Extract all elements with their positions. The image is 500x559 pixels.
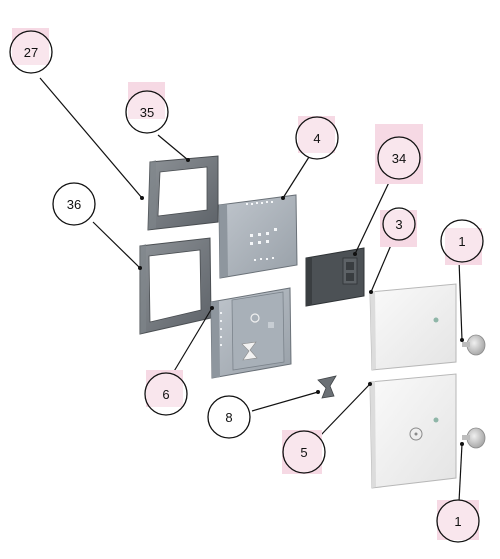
- leader-8: [251, 391, 319, 412]
- callout-36: 36: [52, 182, 96, 226]
- leader-6: [169, 307, 213, 379]
- leader-4: [282, 156, 310, 199]
- screw-part-8: [317, 375, 337, 399]
- leader-1-upper: [458, 259, 463, 341]
- door-panel-part-6: [210, 287, 292, 379]
- callout-27-label: 27: [24, 45, 38, 60]
- callout-5-label: 5: [300, 445, 307, 460]
- leader-34: [354, 175, 393, 255]
- callout-1-upper: 1: [440, 219, 484, 265]
- callout-3-label: 3: [395, 217, 402, 232]
- leader-27: [39, 77, 143, 199]
- callout-6-label: 6: [162, 387, 169, 402]
- leader-endpoints: [138, 158, 464, 446]
- callout-1-upper-label: 1: [458, 234, 465, 249]
- door-part-5: [369, 373, 457, 489]
- leader-36: [92, 221, 141, 269]
- callout-35-label: 35: [140, 105, 154, 120]
- callout-34: 34: [375, 124, 423, 184]
- callout-34-label: 34: [392, 151, 406, 166]
- callout-8: 8: [207, 395, 251, 439]
- leader-5: [319, 383, 371, 437]
- leader-lines: [39, 77, 463, 503]
- callout-5: 5: [282, 430, 326, 474]
- callout-6: 6: [144, 370, 188, 416]
- callout-4: 4: [295, 116, 339, 160]
- leader-1-lower: [458, 443, 463, 503]
- callout-1-lower-label: 1: [454, 514, 461, 529]
- callout-1-lower: 1: [436, 499, 480, 543]
- callout-27: 27: [9, 28, 53, 74]
- callout-8-label: 8: [225, 410, 232, 425]
- callout-36-label: 36: [67, 197, 81, 212]
- callout-35: 35: [125, 82, 169, 134]
- frame-part-35: [147, 155, 219, 231]
- callout-3: 3: [380, 207, 417, 247]
- door-part-3: [369, 283, 457, 371]
- knob-part-1-upper: [462, 334, 486, 356]
- leader-35: [157, 134, 189, 161]
- bracket-part-34: [305, 247, 365, 307]
- knob-part-1-lower: [462, 427, 486, 449]
- control-panel-part-4: [218, 194, 298, 279]
- frame-part-36: [139, 237, 212, 335]
- callout-4-label: 4: [313, 131, 320, 146]
